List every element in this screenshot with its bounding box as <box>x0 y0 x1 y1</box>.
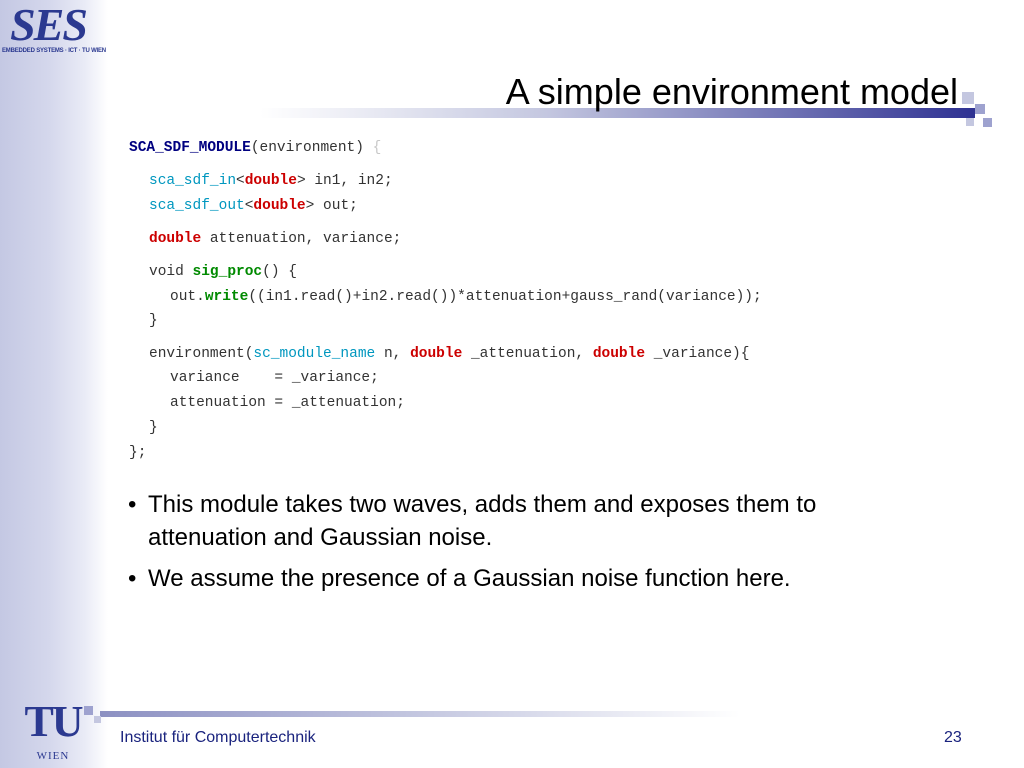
code-keyword: double <box>149 231 202 247</box>
code-text: () { <box>262 264 297 280</box>
code-text: _attenuation, <box>462 346 593 362</box>
title-underline-bar <box>260 108 975 118</box>
bullet-dot: • <box>128 565 137 592</box>
code-text: < <box>244 198 254 214</box>
slide-title: A simple environment model <box>505 71 958 112</box>
code-text: attenuation, variance; <box>201 231 402 247</box>
decor-square <box>975 104 985 114</box>
es-logo-subtitle: EMBEDDED SYSTEMS · ICT · TU WIEN <box>2 48 106 54</box>
code-line: double attenuation, variance; <box>149 230 401 248</box>
code-text: { <box>372 140 382 156</box>
code-text: > out; <box>305 198 358 214</box>
code-text: variance = _variance; <box>170 370 379 386</box>
code-keyword: double <box>592 346 646 362</box>
tu-logo-wien: WIEN <box>36 750 70 762</box>
code-keyword: double <box>410 346 463 362</box>
decor-square <box>983 118 992 127</box>
code-text: } <box>149 420 158 436</box>
code-keyword: SCA_SDF_MODULE <box>129 140 251 156</box>
code-text: < <box>236 173 245 189</box>
code-type: sca_sdf_in <box>149 173 237 189</box>
decor-square <box>966 118 974 126</box>
tu-wien-logo: TU WIEN <box>18 700 88 768</box>
code-line: } <box>149 419 158 437</box>
decor-square <box>962 92 974 104</box>
footer-institute: Institut für Computertechnik <box>120 729 316 746</box>
code-function: write <box>204 289 249 305</box>
page-number: 23 <box>944 729 962 746</box>
code-keyword: double <box>253 198 306 214</box>
bullet-item: • This module takes two waves, adds them… <box>128 488 978 554</box>
code-line: sca_sdf_out<double> out; <box>149 197 358 215</box>
bullet-text: We assume the presence of a Gaussian noi… <box>148 565 791 592</box>
code-text: (environment) <box>250 140 373 156</box>
es-logo: SES EMBEDDED SYSTEMS · ICT · TU WIEN <box>2 0 106 58</box>
code-line: SCA_SDF_MODULE(environment) { <box>129 139 381 157</box>
code-text: }; <box>129 445 147 461</box>
decor-square <box>94 716 101 723</box>
code-text: _variance){ <box>645 346 750 362</box>
code-line: environment(sc_module_name n, double _at… <box>149 345 749 363</box>
es-logo-letters: SES <box>10 0 88 50</box>
code-type: sc_module_name <box>253 346 376 362</box>
code-text: attenuation = _attenuation; <box>170 395 405 411</box>
code-type: sca_sdf_out <box>149 198 245 214</box>
code-line: }; <box>129 444 146 462</box>
footer-rule <box>100 711 740 717</box>
code-text: environment( <box>149 346 254 362</box>
code-line: attenuation = _attenuation; <box>170 394 405 412</box>
code-line: out.write((in1.read()+in2.read())*attenu… <box>170 288 762 306</box>
bullet-dot: • <box>128 491 137 518</box>
code-line: sca_sdf_in<double> in1, in2; <box>149 172 393 190</box>
code-keyword: double <box>244 173 297 189</box>
code-line: variance = _variance; <box>170 369 379 387</box>
code-text: out. <box>170 289 205 305</box>
code-line: void sig_proc() { <box>149 263 297 281</box>
code-line: } <box>149 312 158 330</box>
decor-square <box>84 706 93 715</box>
tu-logo-letters: TU <box>24 697 83 746</box>
code-text: void <box>149 264 193 280</box>
bullet-text: attenuation and Gaussian noise. <box>148 524 493 551</box>
bullet-item: • We assume the presence of a Gaussian n… <box>128 562 978 595</box>
bullet-list: • This module takes two waves, adds them… <box>128 488 978 603</box>
code-text: ((in1.read()+in2.read())*attenuation+gau… <box>248 289 762 305</box>
code-text: n, <box>375 346 411 362</box>
side-gradient-band <box>0 0 108 768</box>
code-text: } <box>149 313 158 329</box>
bullet-text: This module takes two waves, adds them a… <box>148 491 817 518</box>
code-function: sig_proc <box>192 264 263 280</box>
code-text: > in1, in2; <box>296 173 393 189</box>
